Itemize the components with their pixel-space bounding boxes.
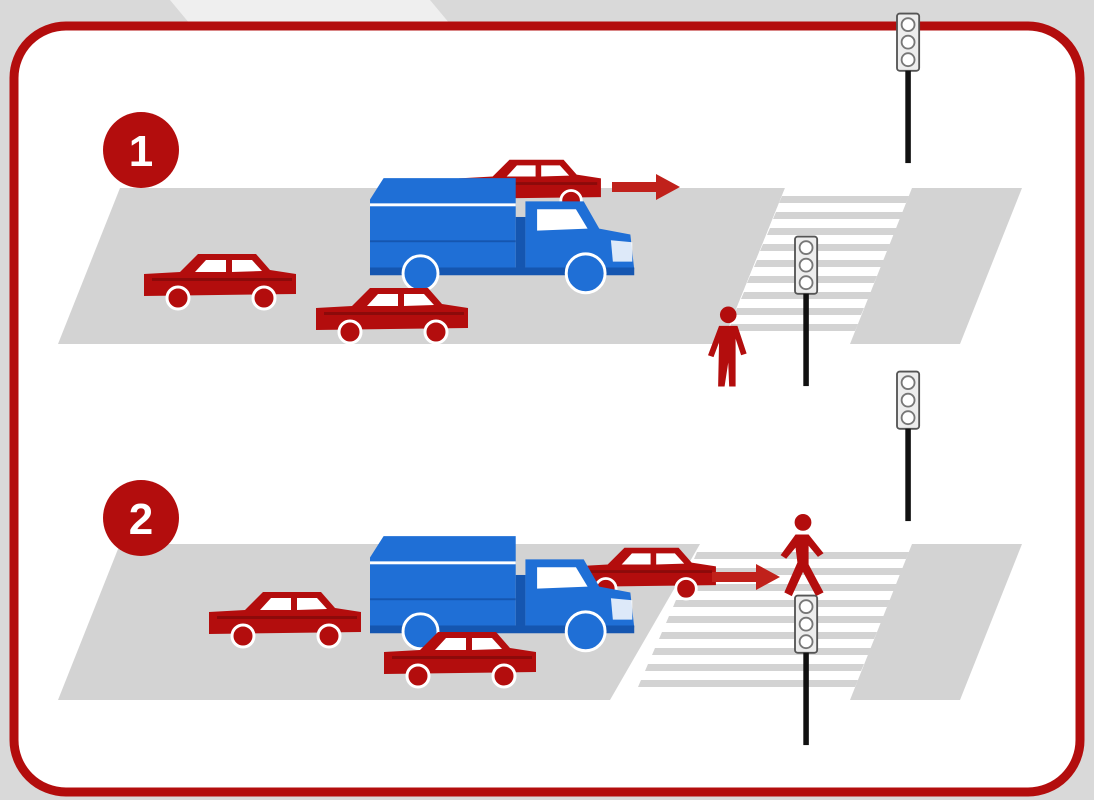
svg-text:2: 2 — [129, 495, 153, 544]
scene-2-badge: 2 — [103, 480, 179, 556]
svg-text:1: 1 — [129, 127, 153, 176]
background-band — [170, 0, 450, 24]
scene-1-badge: 1 — [103, 112, 179, 188]
